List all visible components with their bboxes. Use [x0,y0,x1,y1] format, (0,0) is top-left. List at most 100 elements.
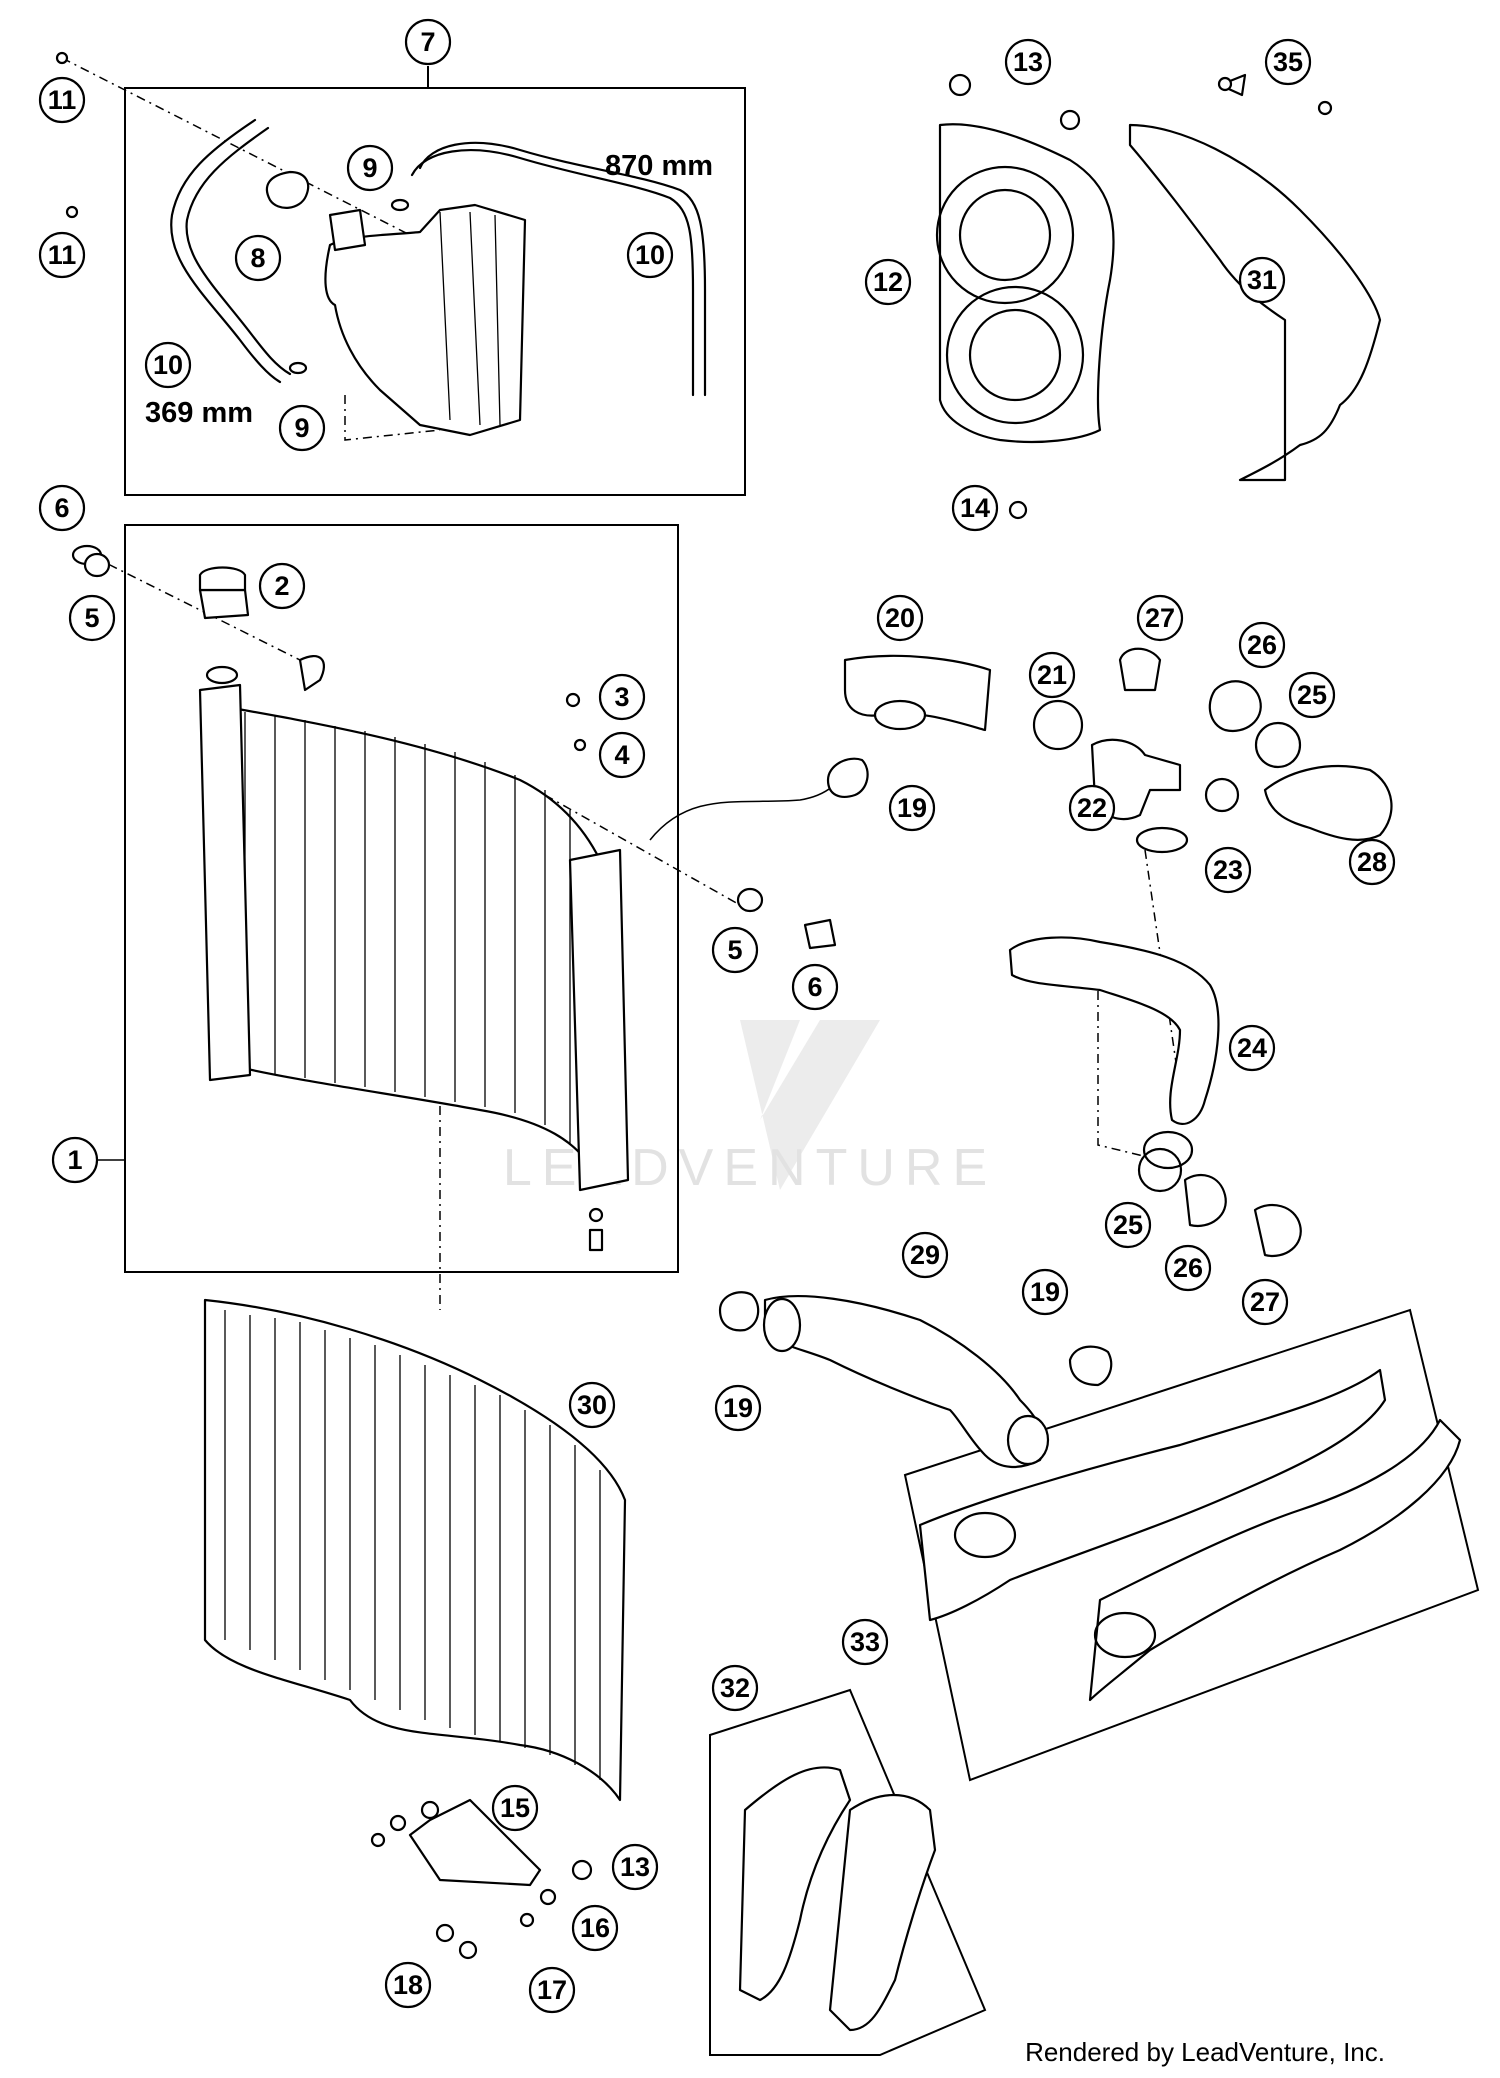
callout-12[interactable]: 12 [864,258,912,306]
assembly-frames [124,66,1480,2056]
svg-text:7: 7 [420,27,435,57]
svg-text:27: 27 [1145,603,1175,633]
callout-25a[interactable]: 25 [1288,671,1336,719]
callout-30[interactable]: 30 [568,1381,616,1429]
svg-text:30: 30 [577,1390,607,1420]
callout-18[interactable]: 18 [384,1961,432,2009]
hose-short [170,118,282,384]
svg-text:15: 15 [500,1793,530,1823]
expansion-tank-group [55,51,707,437]
svg-text:16: 16 [580,1913,610,1943]
fan-assembly [935,73,1115,520]
callout-11b[interactable]: 11 [38,231,86,279]
svg-text:13: 13 [1013,47,1043,77]
radiator-core [213,703,602,1182]
callout-13a[interactable]: 13 [1004,38,1052,86]
callout-1[interactable]: 1 [51,1136,99,1184]
svg-text:28: 28 [1357,847,1387,877]
svg-text:29: 29 [910,1240,940,1270]
svg-text:19: 19 [1030,1277,1060,1307]
svg-text:11: 11 [48,85,77,115]
radiator-group [71,544,837,1252]
callout-5b[interactable]: 5 [711,926,759,974]
svg-text:10: 10 [635,240,665,270]
svg-text:6: 6 [54,493,69,523]
callout-19a[interactable]: 19 [888,784,936,832]
svg-text:24: 24 [1237,1033,1267,1063]
callout-13b[interactable]: 13 [611,1843,659,1891]
callout-7[interactable]: 7 [404,18,452,66]
svg-text:18: 18 [393,1970,423,2000]
callout-11a[interactable]: 11 [38,76,86,124]
callout-32[interactable]: 32 [711,1664,759,1712]
callout-23[interactable]: 23 [1204,846,1252,894]
clamp-19-top [826,757,869,798]
callout-24[interactable]: 24 [1228,1024,1276,1072]
svg-text:6: 6 [807,972,822,1002]
callout-10a[interactable]: 10 [626,231,674,279]
callout-25b[interactable]: 25 [1104,1201,1152,1249]
svg-text:25: 25 [1113,1210,1143,1240]
radiator-cap [198,588,250,620]
svg-text:20: 20 [885,603,915,633]
svg-text:33: 33 [850,1627,880,1657]
callout-14[interactable]: 14 [951,484,999,532]
callout-27b[interactable]: 27 [1241,1278,1289,1326]
svg-text:10: 10 [153,350,183,380]
callout-22[interactable]: 22 [1068,784,1116,832]
svg-text:11: 11 [48,240,77,270]
air-ducts [738,1766,937,2032]
callout-9b[interactable]: 9 [278,404,326,452]
callout-20[interactable]: 20 [876,594,924,642]
callout-15[interactable]: 15 [491,1784,539,1832]
callout-2[interactable]: 2 [258,562,306,610]
tank-cap [265,170,310,209]
svg-text:13: 13 [620,1852,650,1882]
svg-text:19: 19 [723,1393,753,1423]
callout-29[interactable]: 29 [901,1231,949,1279]
svg-text:5: 5 [727,935,742,965]
svg-text:23: 23 [1213,855,1243,885]
svg-text:12: 12 [873,267,903,297]
callout-33[interactable]: 33 [841,1618,889,1666]
svg-text:32: 32 [720,1673,750,1703]
callout-4[interactable]: 4 [598,731,646,779]
callout-21[interactable]: 21 [1028,651,1076,699]
svg-text:4: 4 [614,740,629,770]
callout-35[interactable]: 35 [1264,38,1312,86]
svg-text:19: 19 [897,793,927,823]
callout-9a[interactable]: 9 [346,144,394,192]
svg-text:22: 22 [1077,793,1107,823]
radiator-guard [203,1298,627,1960]
callout-6a[interactable]: 6 [38,484,86,532]
callout-17[interactable]: 17 [528,1966,576,2014]
hose-28 [1263,764,1393,841]
frame-radiator-group [124,524,679,1273]
svg-text:35: 35 [1273,47,1303,77]
callout-8[interactable]: 8 [234,234,282,282]
callout-26b[interactable]: 26 [1164,1244,1212,1292]
callout-3[interactable]: 3 [598,673,646,721]
callout-19b[interactable]: 19 [1021,1268,1069,1316]
hose-long [418,141,707,397]
callout-28[interactable]: 28 [1348,838,1396,886]
callout-16[interactable]: 16 [571,1904,619,1952]
svg-text:9: 9 [362,153,377,183]
callout-31[interactable]: 31 [1238,256,1286,304]
fan-cover [1128,73,1382,482]
callout-5a[interactable]: 5 [68,594,116,642]
svg-text:27: 27 [1250,1287,1280,1317]
shroud-ducts [918,1368,1462,1702]
svg-text:9: 9 [294,413,309,443]
callout-27a[interactable]: 27 [1136,594,1184,642]
svg-text:1: 1 [67,1145,82,1175]
svg-text:26: 26 [1247,630,1277,660]
callout-26a[interactable]: 26 [1238,621,1286,669]
callout-19c[interactable]: 19 [714,1384,762,1432]
hose-29 [763,1295,1045,1468]
hoses-and-thermostat [718,647,1393,1468]
svg-text:17: 17 [537,1975,567,2005]
callout-10b[interactable]: 10 [144,341,192,389]
callout-6b[interactable]: 6 [791,963,839,1011]
